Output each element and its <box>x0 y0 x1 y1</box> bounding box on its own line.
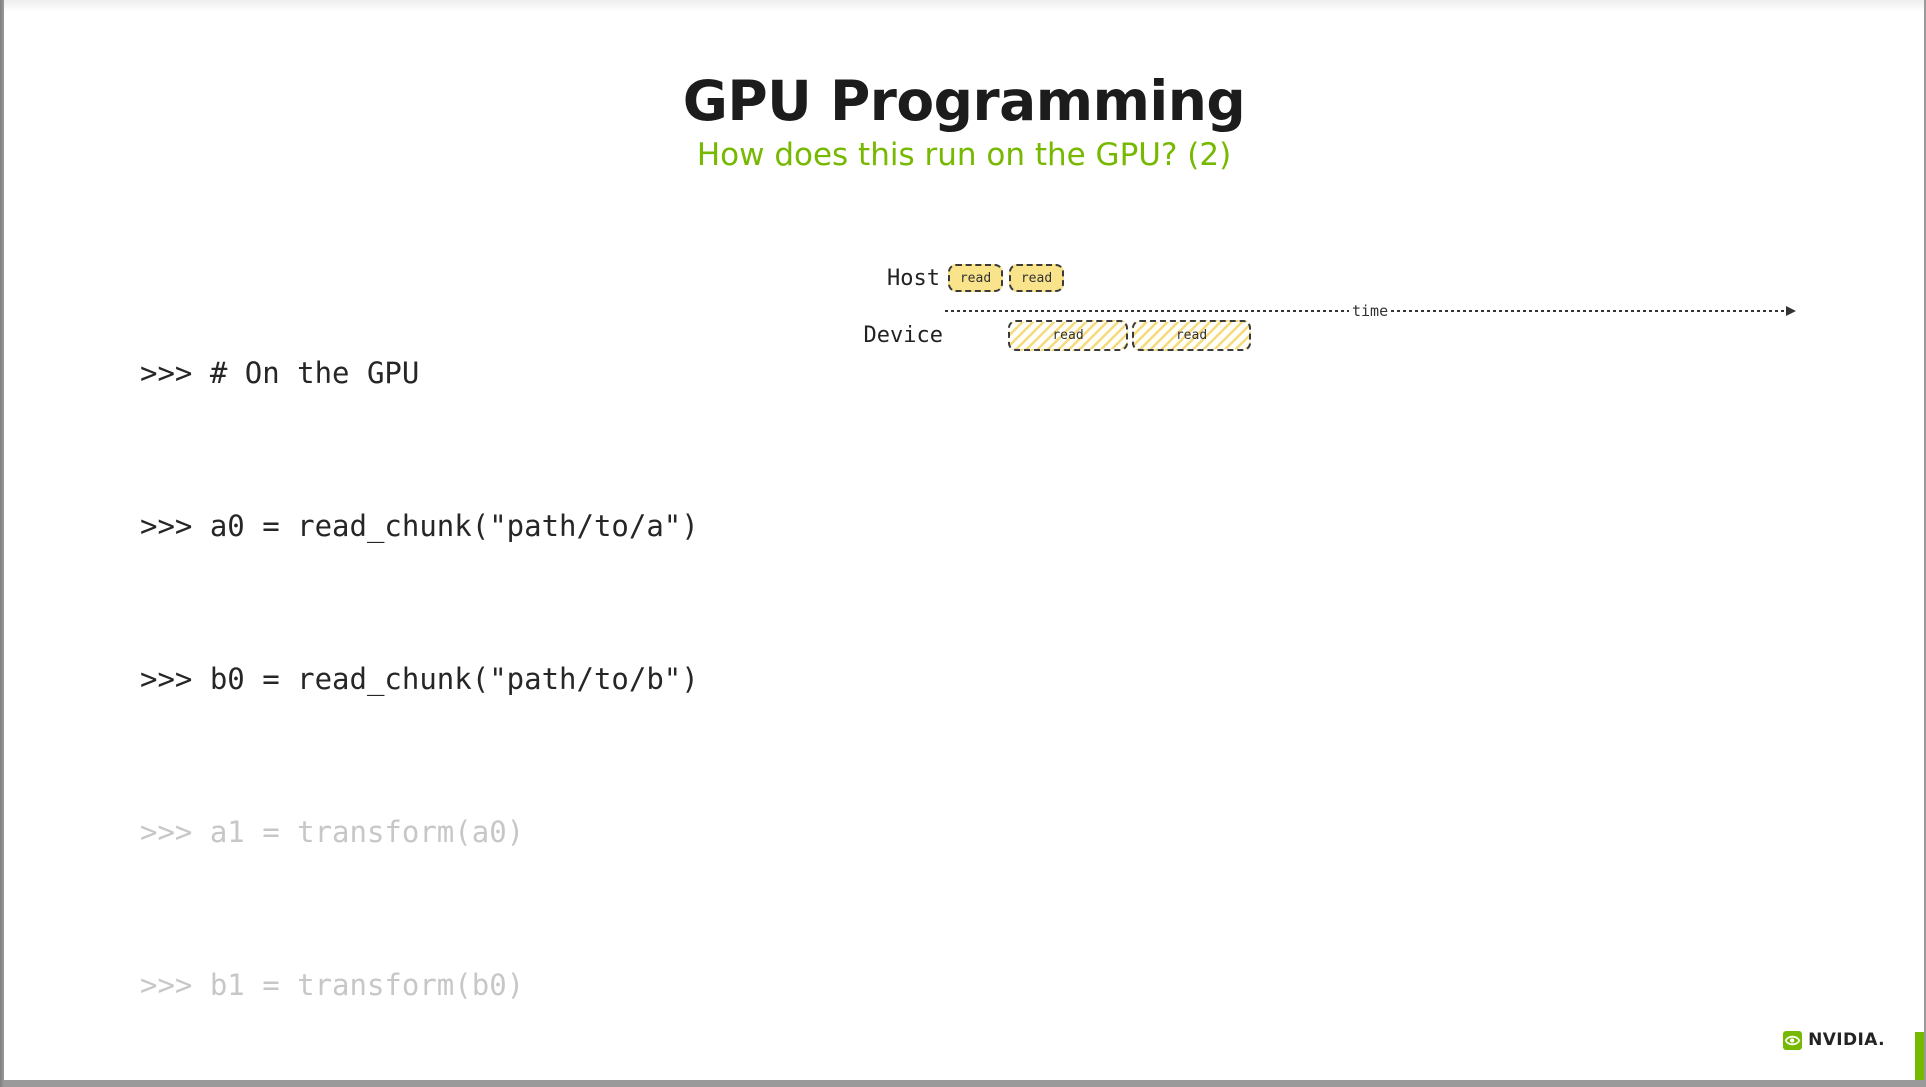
device-read-task: read <box>1132 320 1251 351</box>
green-accent-bar <box>1915 1032 1924 1080</box>
code-line: >>> b0 = read_chunk("path/to/b") <box>140 662 699 696</box>
time-axis-dashes <box>945 310 1349 312</box>
page-subtitle: How does this run on the GPU? (2) <box>696 137 1232 173</box>
time-axis-dashes <box>1391 310 1786 312</box>
host-read-task: read <box>1009 264 1064 292</box>
timeline-diagram: Host read read time Device read read <box>4 0 1924 1080</box>
code-line: >>> # On the GPU <box>140 356 420 390</box>
nvidia-logo: NVIDIA. <box>1783 1030 1885 1050</box>
page-title: GPU Programming <box>682 69 1246 133</box>
title-block: GPU Programming How does this run on the… <box>4 70 1924 173</box>
task-label: read <box>1020 270 1053 286</box>
host-lane-label: Host <box>887 266 940 291</box>
arrow-right-icon <box>1786 306 1796 316</box>
code-block: >>> # On the GPU >>> a0 = read_chunk("pa… <box>140 246 699 1087</box>
device-lane-label: Device <box>863 323 943 348</box>
time-axis: time <box>945 302 1796 320</box>
task-label: read <box>1052 328 1084 343</box>
device-read-task: read <box>1008 320 1128 351</box>
task-label: read <box>1175 328 1208 343</box>
slide-canvas: GPU Programming How does this run on the… <box>4 0 1924 1080</box>
task-label: read <box>959 270 992 286</box>
code-line-dimmed: >>> a1 = transform(a0) <box>140 815 525 849</box>
time-axis-label: time <box>1352 301 1389 320</box>
code-line: >>> a0 = read_chunk("path/to/a") <box>140 509 699 543</box>
nvidia-wordmark: NVIDIA. <box>1808 1030 1885 1050</box>
code-line-dimmed: >>> b1 = transform(b0) <box>140 968 525 1002</box>
nvidia-eye-icon <box>1783 1030 1803 1050</box>
host-read-task: read <box>948 264 1003 292</box>
